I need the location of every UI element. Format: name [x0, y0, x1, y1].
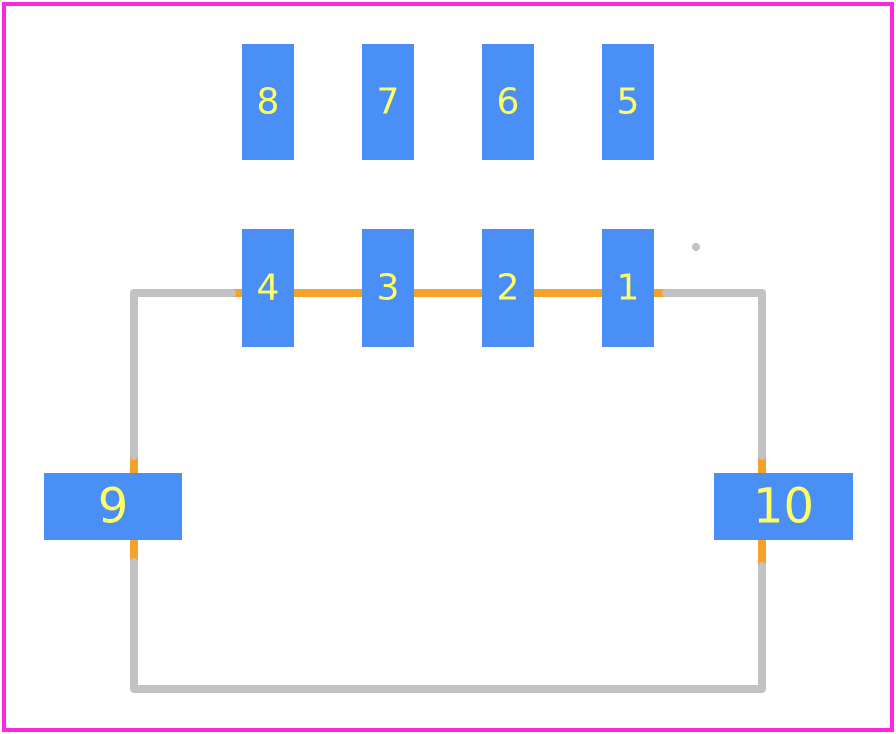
pad-1-shape — [602, 229, 654, 347]
pad-7-shape — [362, 44, 414, 160]
pad-9: 9 — [44, 473, 182, 540]
pad-8: 8 — [242, 44, 294, 160]
pad-9-label: 9 — [98, 479, 129, 535]
pad-2: 2 — [482, 229, 534, 347]
silkscreen-bottom — [130, 558, 766, 693]
silkscreen-outline — [130, 289, 766, 693]
silkscreen-left-upper — [130, 289, 236, 460]
pad-2-shape — [482, 229, 534, 347]
pin1-marker — [692, 243, 700, 251]
pad-5-shape — [602, 44, 654, 160]
pad-9-shape — [44, 473, 182, 540]
pad-10-shape — [714, 473, 853, 540]
pad-8-shape — [242, 44, 294, 160]
pad-7: 7 — [362, 44, 414, 160]
fab-outline — [130, 289, 766, 693]
pad-10: 10 — [714, 473, 853, 540]
pad-6-label: 6 — [497, 82, 520, 123]
pad-8-label: 8 — [257, 82, 280, 123]
pad-3-shape — [362, 229, 414, 347]
pad-4-label: 4 — [257, 268, 280, 309]
pad-6-shape — [482, 44, 534, 160]
pad-4-shape — [242, 229, 294, 347]
pad-4: 4 — [242, 229, 294, 347]
pad-3: 3 — [362, 229, 414, 347]
pad-2-label: 2 — [497, 268, 520, 309]
pad-5: 5 — [602, 44, 654, 160]
pad-1-label: 1 — [617, 268, 640, 309]
pad-7-label: 7 — [377, 82, 400, 123]
pad-1: 1 — [602, 229, 654, 347]
pad-10-label: 10 — [753, 479, 814, 535]
pad-6: 6 — [482, 44, 534, 160]
pad-5-label: 5 — [617, 82, 640, 123]
pads-group: 8 7 6 5 4 3 2 1 9 10 — [44, 44, 853, 540]
silkscreen-right-upper — [662, 289, 766, 460]
pad-3-label: 3 — [377, 268, 400, 309]
